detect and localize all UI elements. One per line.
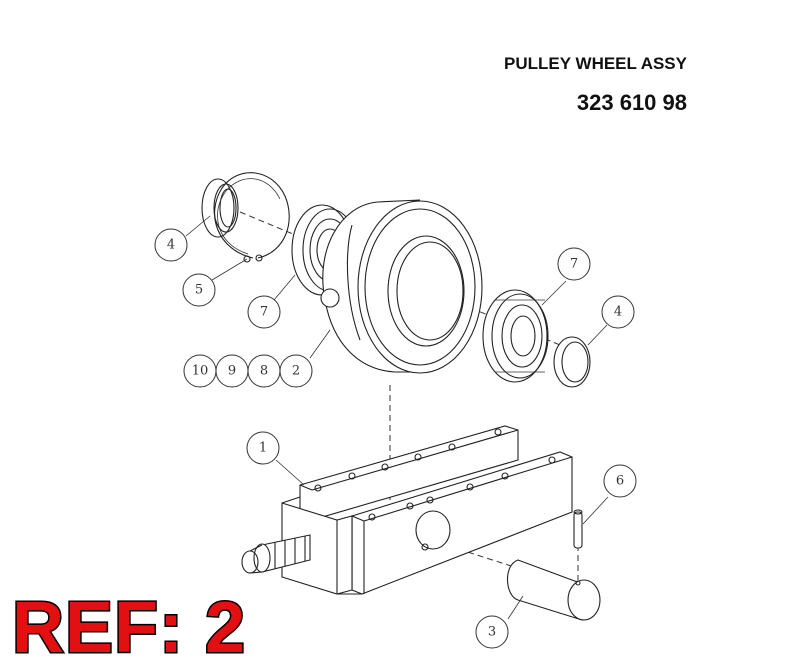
svg-text:10: 10 <box>192 364 209 379</box>
frame-block <box>281 425 573 595</box>
svg-text:5: 5 <box>195 283 203 298</box>
axle-pin <box>506 559 601 621</box>
callout-8: 8 <box>247 354 281 388</box>
callout-4-left: 4 <box>154 228 188 262</box>
svg-text:7: 7 <box>260 305 268 320</box>
seal-ring-right <box>553 336 591 388</box>
svg-text:1: 1 <box>259 441 267 456</box>
callout-6: 6 <box>603 464 637 498</box>
callout-7-right: 7 <box>557 247 591 281</box>
callout-4-right: 4 <box>601 295 635 329</box>
svg-text:9: 9 <box>228 364 236 379</box>
callout-7-left: 7 <box>247 295 281 329</box>
circlip <box>214 172 290 263</box>
assembly-title: PULLEY WHEEL ASSY <box>504 54 687 73</box>
callout-5: 5 <box>182 273 216 307</box>
seal-ring-left <box>201 178 239 238</box>
callout-1: 1 <box>246 431 280 465</box>
svg-text:6: 6 <box>616 474 624 489</box>
bearing-right <box>482 289 549 383</box>
pulley-wheel <box>320 199 483 374</box>
callout-2: 2 <box>279 354 313 388</box>
ref-label: REF: 2 <box>10 588 247 668</box>
dowel-pin <box>573 509 583 549</box>
svg-text:4: 4 <box>167 238 175 253</box>
svg-text:7: 7 <box>570 257 578 272</box>
svg-text:8: 8 <box>260 364 268 379</box>
part-number: 323 610 98 <box>576 90 687 115</box>
svg-text:3: 3 <box>488 625 496 640</box>
callout-9: 9 <box>215 354 249 388</box>
leader-lines <box>185 215 609 620</box>
svg-text:2: 2 <box>292 364 300 379</box>
svg-text:4: 4 <box>614 305 622 320</box>
callout-3: 3 <box>475 615 509 649</box>
callout-10: 10 <box>183 354 217 388</box>
threaded-shaft <box>241 534 311 574</box>
